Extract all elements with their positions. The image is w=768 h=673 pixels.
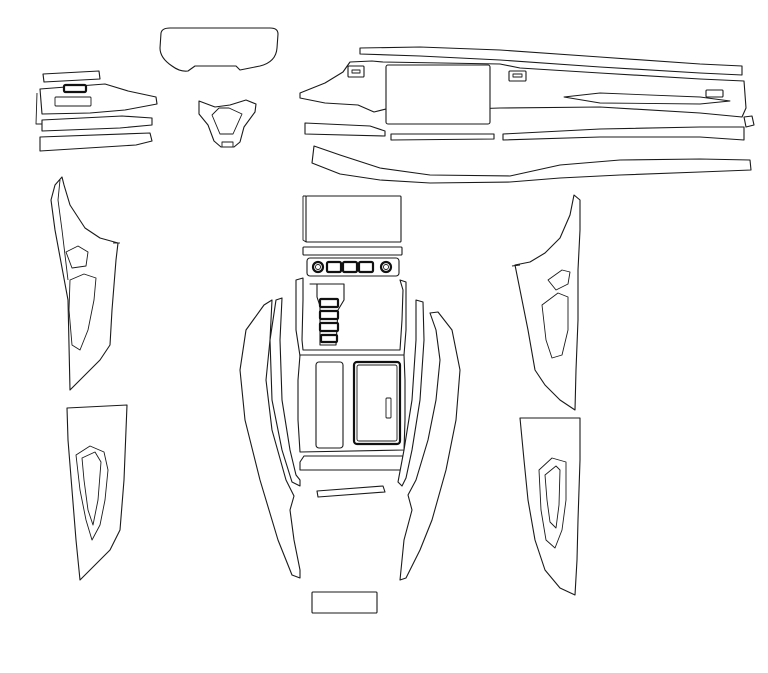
left-dash-upper-strip [42,70,101,83]
left-dash-lower-strip [41,115,153,132]
console-right-inner-trim [397,299,425,487]
console-bottom-bar [316,485,386,498]
left-dash-bottom-strip [39,132,153,152]
left-dash-panel [35,83,158,125]
rear-left-door-panel [66,404,128,581]
rear-right-door-panel [519,417,581,596]
center-console-screen [305,195,402,243]
dashboard-top-strip [359,46,743,76]
center-console-upper [295,277,407,357]
center-console-main [297,354,406,471]
front-right-door-panel [511,194,581,411]
steering-wheel-trim [198,99,257,148]
front-left-door-panel [50,176,120,391]
center-console-screen-edge [302,195,307,243]
console-left-inner-trim [269,297,301,487]
dashboard-screen-frame [385,64,491,125]
dashboard-mid-strips [304,115,755,141]
console-right-outer-trim [399,311,461,581]
instrument-cluster-hood [159,27,279,72]
console-left-outer-trim [239,299,301,579]
rear-console-plate [311,591,378,614]
dashboard-lower-sweep [311,145,752,184]
climate-control-strip [302,246,403,277]
